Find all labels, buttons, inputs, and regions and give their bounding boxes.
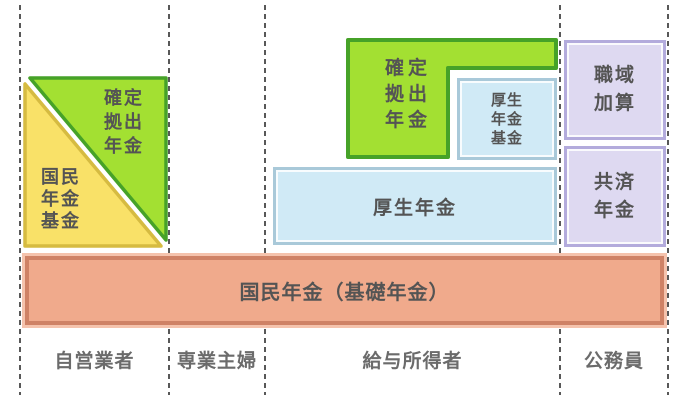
column-label-salaried: 給与所得者 — [362, 351, 463, 372]
kyosai-nenkin-label: 共済 年金 — [593, 171, 636, 221]
kyosai-nenkin-box: 共済 年金 — [564, 146, 666, 247]
kokumin-nenkin-kikin-shape — [23, 82, 163, 248]
column-label-self-employed: 自営業者 — [54, 351, 135, 372]
dc-pension-mid-shape — [346, 38, 558, 159]
dc-pension-mid-label: 確定 拠出 年金 — [384, 58, 431, 131]
kiso-nenkin-label: 国民年金（基礎年金） — [239, 282, 450, 304]
dc-pension-left-shape — [28, 76, 168, 242]
column-label-civil-servant: 公務員 — [583, 351, 644, 372]
shokuiki-kasan-box: 職域 加算 — [564, 40, 666, 140]
column-label-housewife: 専業主婦 — [176, 351, 257, 372]
kiso-nenkin-bar: 国民年金（基礎年金） — [25, 256, 664, 325]
dc-pension-left-label: 確定 拠出 年金 — [104, 88, 144, 156]
kosei-nenkin-box: 厚生年金 — [273, 167, 557, 245]
kosei-nenkin-label: 厚生年金 — [372, 197, 457, 219]
shokuiki-kasan-label: 職域 加算 — [593, 65, 636, 114]
kosei-nenkin-kikin-label: 厚生 年金 基金 — [490, 91, 523, 147]
kokumin-nenkin-kikin-label: 国民 年金 基金 — [41, 167, 81, 231]
kosei-nenkin-kikin-box: 厚生 年金 基金 — [457, 78, 557, 160]
